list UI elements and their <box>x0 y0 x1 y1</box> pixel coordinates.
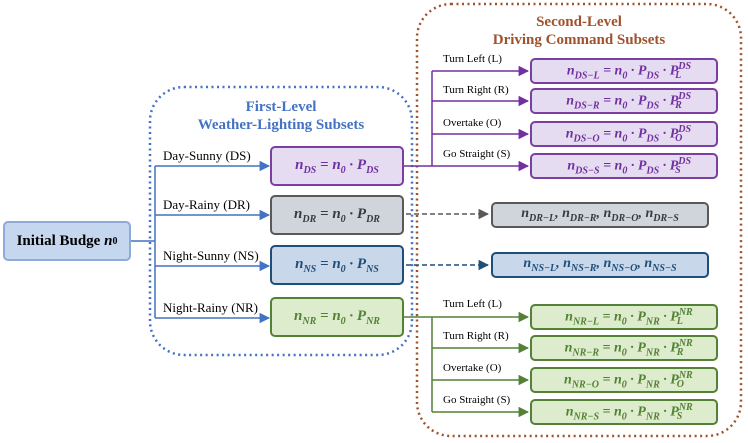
second-level-title: Second-Level Driving Command Subsets <box>450 13 708 49</box>
dr-n-sub: DR <box>302 213 317 225</box>
nr-r-box: nNR−R = n0 · PNR · PNRR <box>530 335 718 361</box>
dr-command-list-box: nDR−L, nDR−R, nDR−O, nDR−S <box>491 202 709 228</box>
first-level-branches <box>130 160 271 324</box>
branch-label-ns: Night-Sunny (NS) <box>163 248 259 263</box>
dr-list-1: DR−R <box>569 212 597 224</box>
ds-o-box: nDS−O = n0 · PDS · PDSO <box>530 121 718 147</box>
ds-l-box: nDS−L = n0 · PDS · PDSL <box>530 58 718 84</box>
nr-s-nsub: NR−S <box>573 411 600 423</box>
nr-subset-box: nNR = n0 · PNR <box>270 297 404 337</box>
nr-l-nsub: NR−L <box>572 316 600 328</box>
initial-budget-sub: 0 <box>112 235 118 247</box>
nr-s-psub: S <box>676 411 683 423</box>
ds-r-box: nDS−R = n0 · PDS · PDSR <box>530 88 718 114</box>
first-level-title-line1: First-Level <box>245 99 317 115</box>
nr-o-box: nNR−O = n0 · PNR · PNRO <box>530 367 718 393</box>
nr-l-psub: L <box>676 316 683 328</box>
nr-command-branches <box>404 311 530 418</box>
initial-budget-label: Initial Budge <box>16 232 101 249</box>
ds-n-sub: DS <box>303 164 317 176</box>
ds-l-psub: L <box>675 70 682 82</box>
ds-subset-box: nDS = n0 · PDS <box>270 146 404 186</box>
ds-p-sub: DS <box>366 164 379 176</box>
initial-budget-var: n <box>104 232 113 249</box>
second-level-title-line1: Second-Level <box>536 14 622 30</box>
branch-label-dr: Day-Rainy (DR) <box>163 197 251 212</box>
dr-p-sub: DR <box>366 213 380 225</box>
ds-o-nsub: DS−O <box>573 133 600 145</box>
dr-subset-box: nDR = n0 · PDR <box>270 195 404 235</box>
nr-o-psub: O <box>676 379 684 391</box>
nr-p-sub: NR <box>366 315 380 327</box>
ds-s-nsub: DS−S <box>575 165 600 177</box>
nr-cmd-label-s: Go Straight (S) <box>443 394 511 406</box>
second-level-group-outline <box>415 2 743 438</box>
ds-cmd-label-o: Overtake (O) <box>443 117 502 129</box>
ns-list-3: NS−S <box>652 262 677 274</box>
nr-cmd-label-o: Overtake (O) <box>443 362 502 374</box>
ns-list-2: NS−O <box>611 262 638 274</box>
ds-cmd-label-r: Turn Right (R) <box>443 84 509 96</box>
second-level-title-line2: Driving Command Subsets <box>492 32 666 48</box>
ns-command-list-box: nNS−L, nNS−R, nNS−O, nNS−S <box>491 252 709 278</box>
ds-cmd-label-l: Turn Left (L) <box>443 53 502 65</box>
ns-p-sub: NS <box>366 263 379 275</box>
first-level-title-line2: Weather-Lighting Subsets <box>197 117 365 133</box>
ns-n-sub: NS <box>303 263 317 275</box>
branch-label-nr: Night-Rainy (NR) <box>163 300 258 315</box>
nr-o-nsub: NR−O <box>571 379 600 391</box>
first-level-group-outline <box>148 85 414 357</box>
ns-list-0: NS−L <box>531 262 557 274</box>
ds-o-psub: O <box>675 133 683 145</box>
nr-cmd-label-r: Turn Right (R) <box>443 330 509 342</box>
dr-list-3: DR−S <box>653 212 679 224</box>
nr-s-box: nNR−S = n0 · PNR · PNRS <box>530 399 718 425</box>
nr-r-nsub: NR−R <box>572 347 600 359</box>
dr-list-2: DR−O <box>611 212 639 224</box>
nr-cmd-label-l: Turn Left (L) <box>443 298 502 310</box>
ns-list-1: NS−R <box>570 262 597 274</box>
ds-command-branches <box>404 65 530 172</box>
ns-subset-box: nNS = n0 · PNS <box>270 245 404 285</box>
first-level-title: First-Level Weather-Lighting Subsets <box>170 98 392 134</box>
ds-l-nsub: DS−L <box>574 70 600 82</box>
nr-n-sub: NR <box>302 315 317 327</box>
branch-label-ds: Day-Sunny (DS) <box>163 148 251 163</box>
nr-r-psub: R <box>676 347 684 359</box>
ds-s-psub: S <box>675 165 681 177</box>
dr-list-0: DR−L <box>529 212 556 224</box>
nr-l-box: nNR−L = n0 · PNR · PNRL <box>530 304 718 330</box>
ds-cmd-label-s: Go Straight (S) <box>443 148 511 160</box>
ds-r-nsub: DS−R <box>574 100 600 112</box>
ds-r-psub: R <box>675 100 682 112</box>
ds-s-box: nDS−S = n0 · PDS · PDSS <box>530 153 718 179</box>
